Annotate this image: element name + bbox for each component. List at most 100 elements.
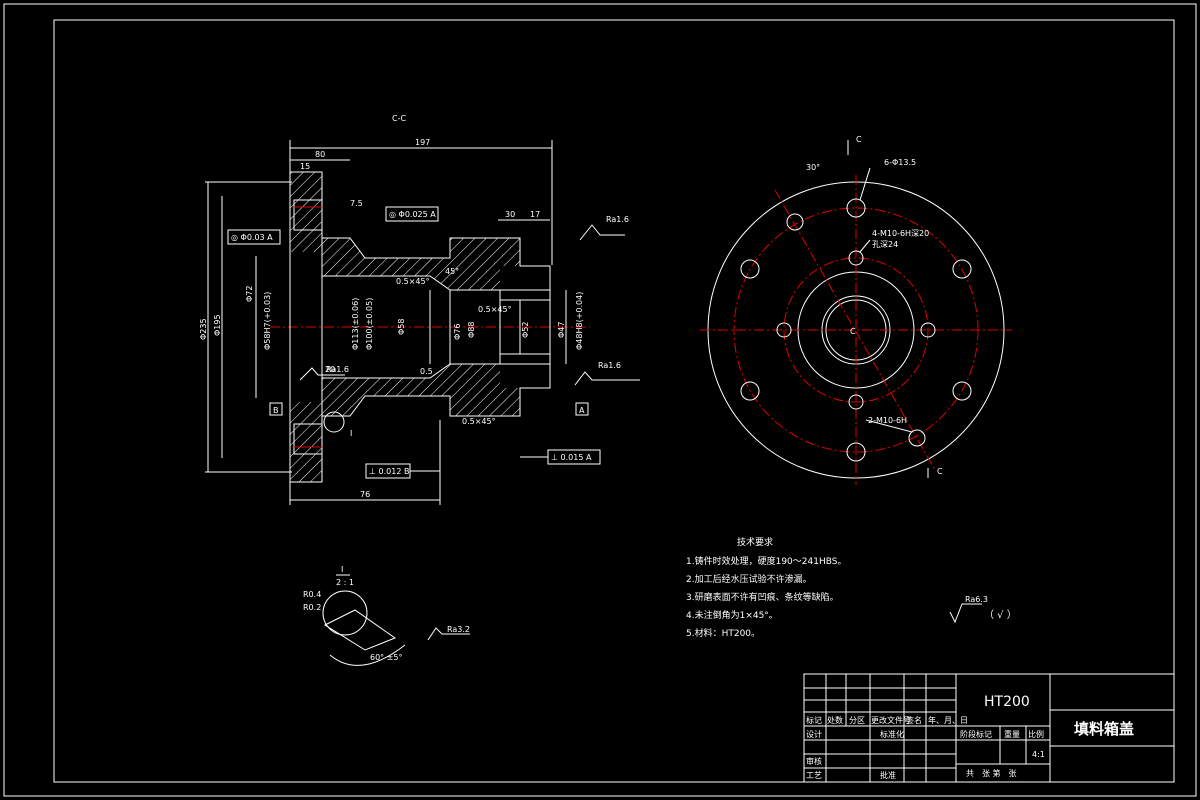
holes-6-label: 6-Φ13.5 — [884, 158, 916, 167]
ra-text-2: Ra1.6 — [326, 365, 349, 374]
datum-a-box — [575, 402, 589, 416]
dim-bore-left: Φ58H7(+0.03) — [263, 292, 272, 350]
dim-bore-right: Φ48H8(+0.04) — [575, 292, 584, 350]
tb-sheets: 共 张 第 张 — [966, 768, 1017, 778]
detail-angle: 60° ±5° — [370, 653, 403, 662]
cut-label-bot: C — [937, 467, 943, 476]
dim-17: 17 — [530, 210, 540, 219]
front-view: C C 30° 6-Φ13.5 4-M10-6H深20 孔深24 2-M10-6… — [700, 135, 1012, 485]
dim-80: 80 — [315, 150, 325, 159]
detail-view: I 2 : 1 R0.4 R0.2 60° ±5° Ra3.2 — [303, 565, 470, 666]
tech-item-2: 2.加工后经水压试验不许渗漏。 — [686, 573, 812, 585]
tb-approve: 批准 — [880, 770, 896, 780]
hole-6-2 — [952, 259, 972, 279]
datum-a: A — [579, 406, 585, 415]
fcf-coax-1 — [227, 229, 281, 245]
ra-text-1: Ra1.6 — [606, 215, 629, 224]
dim-phi195: Φ195 — [213, 314, 222, 336]
body-lower-outline — [322, 363, 551, 417]
hole-4-3 — [848, 394, 864, 410]
detail-profile — [323, 609, 397, 651]
tb-h-date: 年、月、日 — [928, 715, 968, 725]
dim-76: 76 — [360, 490, 370, 499]
fcf-coax-2-text: ◎ Φ0.025 A — [389, 210, 436, 219]
dim-phi235: Φ235 — [199, 318, 208, 340]
tb-h-mark: 标记 — [806, 715, 822, 725]
tb-h-count: 处数 — [827, 715, 843, 725]
hole-4-2 — [920, 322, 936, 338]
tb-standardize: 标准化 — [880, 729, 904, 739]
hole-4-4 — [776, 322, 792, 338]
fcf-flat-2-text: ⊥ 0.015 A — [551, 453, 592, 462]
outer-border — [3, 3, 1197, 797]
flange-slot-dn — [293, 423, 323, 455]
dim-chamfer3: 0.5×45° — [462, 417, 496, 426]
dim-20: 20 — [325, 365, 335, 374]
detail-angle-arc — [329, 644, 406, 666]
roughness-note-symbol — [949, 603, 982, 624]
dim-phi52: Φ52 — [521, 322, 530, 338]
detail-title: I — [341, 565, 343, 574]
dim-bore-mid1: Φ113(±0.06) — [351, 298, 360, 350]
dim-bore-mid2: Φ100(±0.05) — [365, 298, 374, 350]
tb-process: 工艺 — [806, 771, 822, 780]
tb-review: 审核 — [806, 756, 822, 766]
hole-4-1 — [848, 250, 864, 266]
tech-requirements: 技术要求 1.铸件时效处理，硬度190～241HBS。 2.加工后经水压试验不许… — [686, 536, 846, 639]
bolt-circle-4 — [783, 257, 929, 403]
body-upper-wall — [322, 238, 520, 290]
ra-symbol-2 — [299, 367, 345, 381]
leader-4 — [859, 239, 871, 253]
angle-30: 30° — [806, 163, 820, 172]
tb-stage: 阶段标记 — [960, 729, 992, 739]
detail-circle — [322, 590, 368, 636]
detail-r02: R0.2 — [303, 603, 321, 612]
detail-r04: R0.4 — [303, 590, 321, 599]
dim-r05: 0.5 — [420, 367, 433, 376]
section-view: C-C — [199, 114, 640, 505]
hole-6-6 — [740, 259, 760, 279]
hole-6-1 — [846, 198, 866, 218]
dim-chamfer1: 0.5×45° — [396, 277, 430, 286]
dim-phi47: Φ47 — [557, 322, 566, 338]
holes-2-label: 2-M10-6H — [868, 416, 907, 425]
tb-material: HT200 — [984, 694, 1030, 710]
dim-chamfer2: 0.5×45° — [478, 305, 512, 314]
holes-4-label-b: 孔深24 — [872, 240, 898, 249]
tech-item-1: 1.铸件时效处理，硬度190～241HBS。 — [686, 555, 846, 567]
fcf-coax-2 — [385, 206, 439, 222]
flange-upper — [290, 172, 322, 252]
detail-ra-symbol — [427, 627, 470, 641]
leader-2 — [865, 419, 913, 433]
detail-i-mark: I — [350, 429, 352, 438]
hole-6-4 — [846, 442, 866, 462]
tech-item-3: 3.研磨表面不许有凹痕、条纹等缺陷。 — [686, 591, 839, 603]
fcf-flat-1-text: ⊥ 0.012 B — [369, 467, 409, 476]
roughness-note-paren: （ √ ） — [984, 609, 1017, 621]
roughness-note-value: Ra6.3 — [965, 595, 988, 604]
dim-15: 15 — [300, 162, 310, 171]
flange-slot-up — [293, 199, 323, 231]
tb-h-sign: 签名 — [906, 715, 922, 725]
flange-lower — [290, 402, 322, 482]
holes-4-label-a: 4-M10-6H深20 — [872, 229, 929, 238]
datum-b-box — [269, 402, 283, 416]
body-upper-outline — [322, 237, 551, 291]
detail-scale: 2 : 1 — [336, 578, 354, 587]
dim-phi76: Φ76 — [453, 324, 462, 340]
cut-label-top: C — [856, 135, 862, 144]
dim-phi72: Φ72 — [245, 286, 254, 302]
roughness-note: Ra6.3 （ √ ） — [949, 595, 1017, 624]
tech-item-4: 4.未注倒角为1×45°。 — [686, 609, 778, 621]
body-lower-wall — [322, 364, 520, 416]
hole-2-1 — [786, 213, 804, 231]
dim-phi58: Φ58 — [397, 319, 406, 335]
tb-h-zone: 分区 — [849, 716, 865, 725]
dim-phi88: Φ88 — [467, 322, 476, 338]
center-label: C — [850, 327, 856, 336]
inner-border — [53, 19, 1175, 783]
tb-design: 设计 — [806, 729, 822, 739]
tb-weight: 重量 — [1004, 729, 1020, 739]
hole-6-5 — [740, 381, 760, 401]
